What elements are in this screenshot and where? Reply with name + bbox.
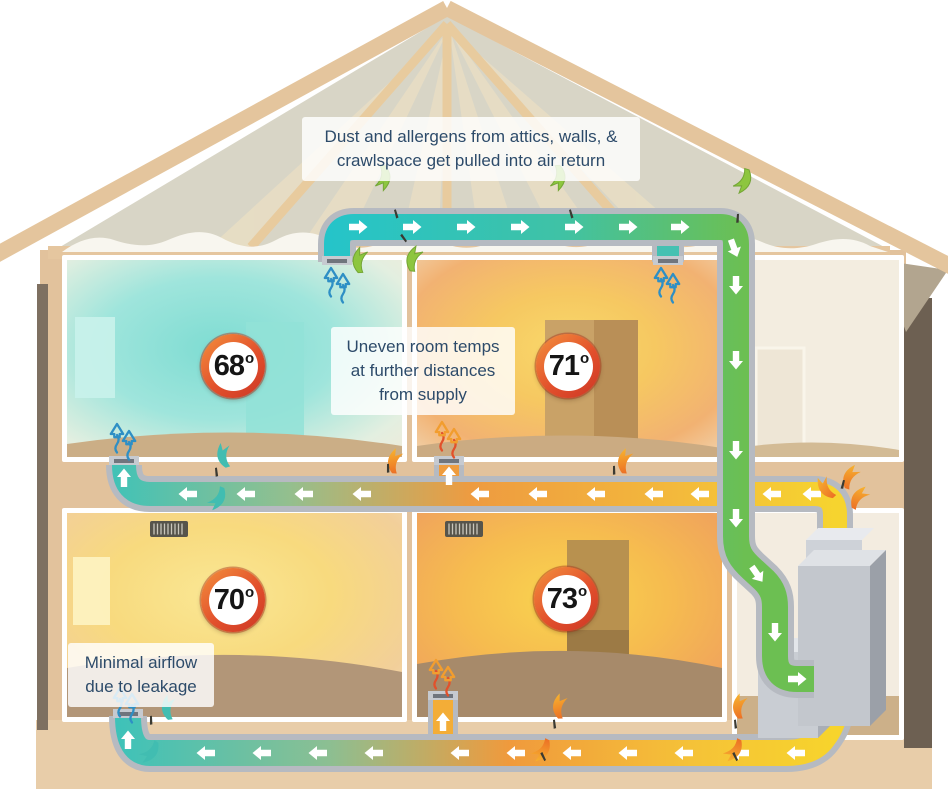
doorway (754, 346, 806, 456)
callout-air-return: Dust and allergens from attics, walls, &… (302, 117, 640, 182)
supply-duct-mid (106, 456, 853, 562)
roof-chords (0, 0, 948, 274)
attic-insulation (62, 232, 888, 252)
temperature-value: 68 (213, 349, 245, 382)
return-duct (318, 208, 814, 698)
temperature-value: 70 (213, 583, 245, 616)
temperature-value: 73 (546, 582, 578, 615)
temperature-value: 71 (548, 349, 580, 382)
window (73, 557, 110, 625)
return-grille (444, 520, 484, 538)
return-grille (149, 520, 189, 538)
callout-uneven-temps: Uneven room temps at further distances f… (331, 327, 515, 416)
furnace-cabinet (798, 566, 870, 726)
callout-leakage: Minimal airflow due to leakage (68, 643, 214, 708)
window (75, 317, 115, 398)
room-upper-far-right (732, 255, 904, 462)
